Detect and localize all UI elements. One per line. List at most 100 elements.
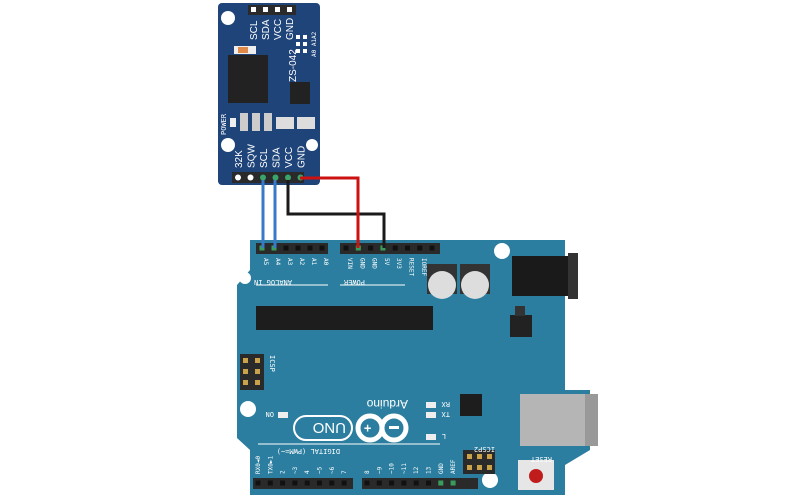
pin-digital-2[interactable] [280,480,286,486]
module-bottom-pin-label: 32K [234,150,245,168]
pin-a1[interactable] [307,245,313,251]
arduino-brand: Arduino [366,397,408,411]
pin-digital-15[interactable] [450,480,456,486]
pin-digital-0[interactable] [255,480,261,486]
pin-label: IOREF [420,258,427,276]
tx-led [426,412,436,418]
icsp-label: ICSP [268,355,276,372]
module-bottom-pin-label: GND [297,146,308,168]
pin-power-2[interactable] [368,245,374,251]
wire-vcc-5v [286,180,386,248]
pin-digital-6[interactable] [329,480,335,486]
pin-label: ~3 [292,466,299,474]
pin-digital-14[interactable] [438,480,444,486]
pin-digital-10[interactable] [389,480,395,486]
power-header [340,243,440,254]
pin-nc[interactable] [429,245,435,251]
module-pin-sda[interactable] [272,174,279,181]
ds3231-chip [228,55,268,103]
pin-a3[interactable] [283,245,289,251]
pin-digital-8[interactable] [364,480,370,486]
rx-label: RX [441,400,450,408]
digital-header-low [253,478,353,489]
module-pin-scl[interactable] [260,174,266,181]
icsp2-label: ICSP2 [474,445,495,453]
pin-label: ~5 [317,466,324,474]
icsp-header: ICSP [240,354,276,390]
module-model-label: ZS-042 [288,49,299,82]
pin-digital-12[interactable] [413,480,419,486]
wire-gnd-gnd [300,176,360,248]
svg-text:+: + [364,421,371,435]
pin-label: GND [358,258,365,269]
pin-label: 12 [413,466,420,474]
pin-label: VIN [346,258,353,269]
pin-label: A5 [262,258,269,266]
wires [261,176,386,248]
pin-power-6[interactable] [417,245,423,251]
module-bottom-pin-label: SCL [259,148,270,168]
module-bottom-pin-label: SQW [247,144,258,168]
capacitor [427,264,457,299]
pin-label: 3V3 [395,258,402,269]
on-label: ON [266,410,274,418]
atmega-chip [256,306,433,330]
pin-power-0[interactable] [343,245,349,251]
pin-label: A4 [274,258,281,266]
module-bottom-pin-label: SDA [272,147,283,168]
pin-a2[interactable] [295,245,301,251]
tx-label: TX [441,410,450,418]
pin-label: A3 [286,258,293,266]
reset-label: RESET [530,455,552,463]
address-pads-label: A0 A1A2 [311,31,318,57]
digital-header-high [362,478,478,489]
arduino-logo: UNO + Arduino [293,397,409,443]
reset-button[interactable]: RESET [518,455,554,490]
on-led [278,412,288,418]
pin-power-4[interactable] [392,245,398,251]
pin-label: 13 [426,466,433,474]
pin-label: A0 [322,258,329,266]
pin-label: 8 [364,470,371,474]
analog-header [256,243,328,254]
module-top-pin-label: SDA [261,19,272,40]
module-pin-vcc[interactable] [285,174,291,181]
pin-digital-9[interactable] [376,480,382,486]
module-top-pin-label: VCC [273,19,284,40]
pin-label: 5V [383,258,390,266]
capacitor [460,264,490,299]
pin-label: 7 [341,470,348,474]
pin-digital-5[interactable] [317,480,322,486]
pin-digital-3[interactable] [292,480,298,486]
pin-digital-7[interactable] [341,480,347,486]
pin-digital-4[interactable] [304,480,310,486]
pin-label: ~10 [389,463,396,474]
pin-label: 2 [280,470,287,474]
module-pin-sqw[interactable] [247,174,254,181]
pin-label: TX0►1 [267,456,274,474]
digital-label: DIGITAL (PWM=~) [277,447,340,455]
rx-led [426,402,436,408]
pin-label: A2 [298,258,305,266]
pin-digital-13[interactable] [426,480,431,486]
power-label: POWER [343,278,365,286]
uno-label: UNO [313,419,346,436]
pin-label: ~9 [376,466,383,474]
pin-a0[interactable] [319,245,325,251]
pin-digital-11[interactable] [401,480,407,486]
pin-power-5[interactable] [405,245,410,251]
pin-label: ~6 [329,466,336,474]
module-top-pin-label: GND [285,18,296,40]
pin-label: 4 [304,470,311,474]
pin-digital-1[interactable] [267,480,273,486]
power-led-label: POWER [220,113,228,135]
module-bottom-pin-label: VCC [284,147,295,168]
module-pin-32k[interactable] [235,174,241,181]
pin-label: A1 [310,258,317,266]
pin-label: AREF [450,459,457,474]
icsp2-header: ICSP2 [463,445,495,474]
eeprom-chip [290,82,310,104]
